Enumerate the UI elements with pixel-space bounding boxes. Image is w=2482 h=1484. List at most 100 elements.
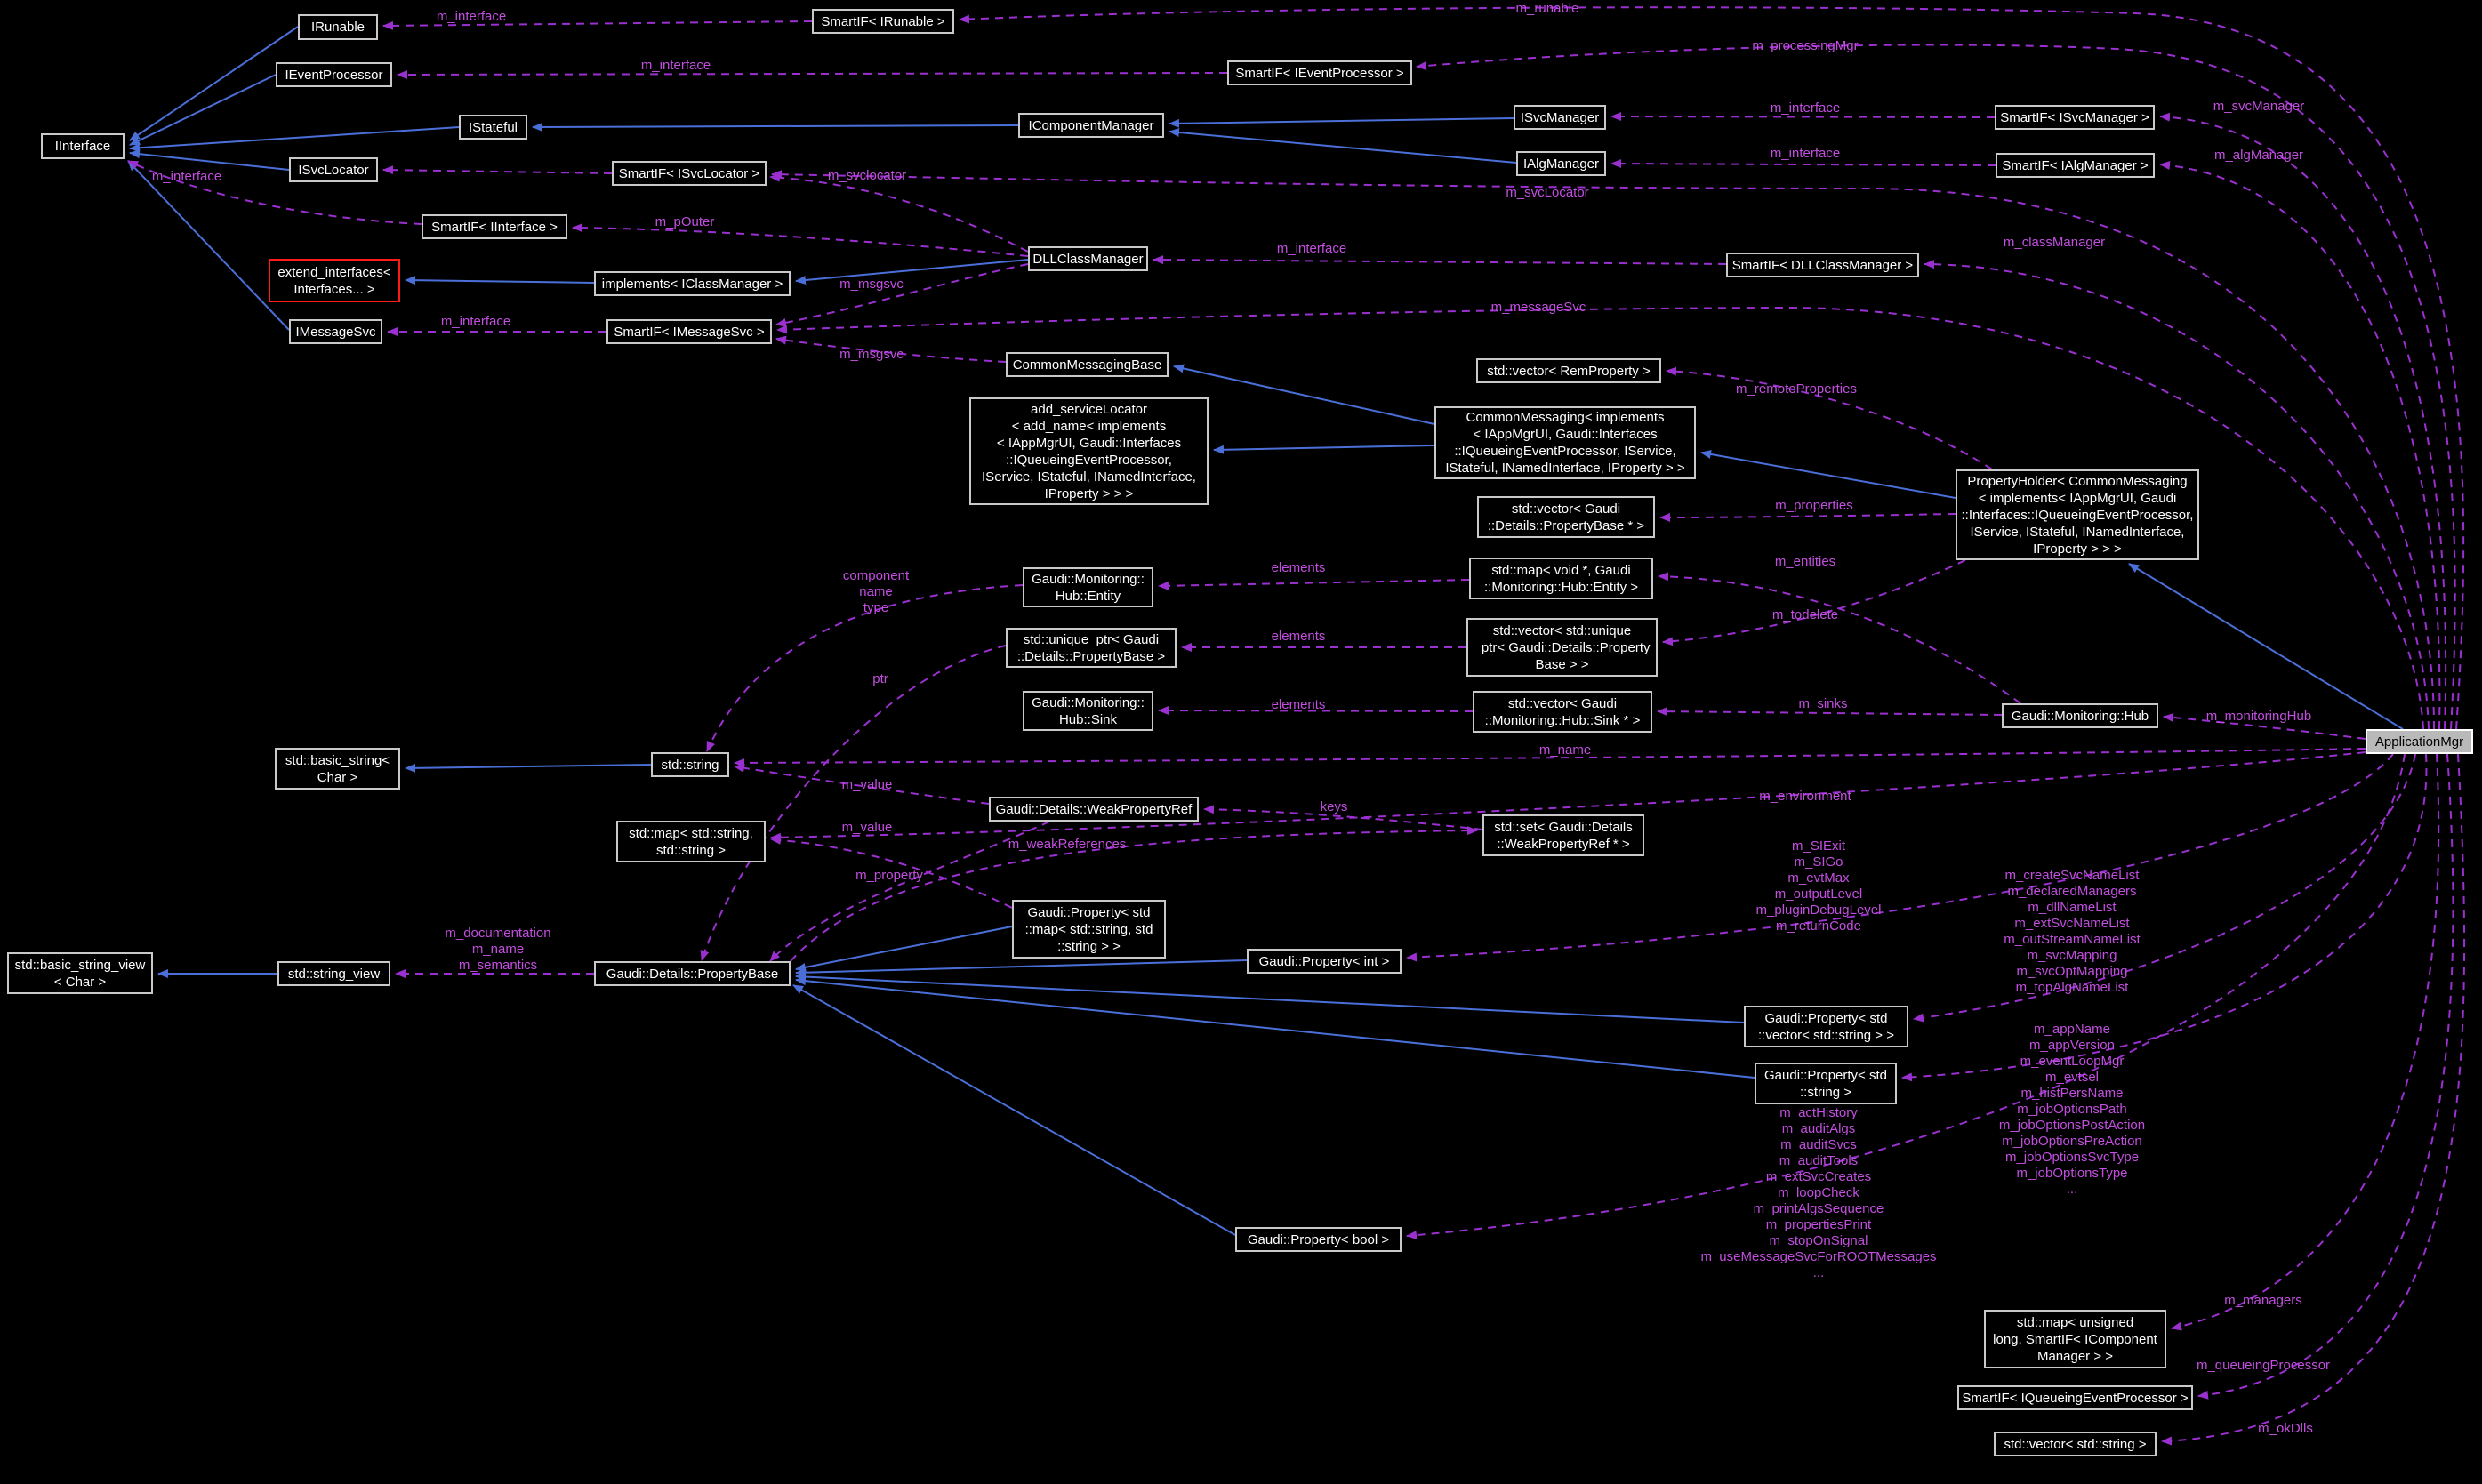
node-std-string[interactable]: std::string	[651, 752, 729, 777]
node-property-string[interactable]: Gaudi::Property< std::string >	[1755, 1063, 1897, 1104]
node-label: Char >	[317, 769, 358, 785]
node-dllclassmanager[interactable]: DLLClassManager	[1028, 246, 1148, 271]
node-label: PropertyHolder< CommonMessaging	[1967, 473, 2188, 489]
edge-label-m_algManager: m_algManager	[2213, 148, 2304, 163]
node-smartif-dllclassmanager[interactable]: SmartIF< DLLClassManager >	[1726, 253, 1919, 277]
node-smartif-isvcmanager[interactable]: SmartIF< ISvcManager >	[1995, 105, 2155, 130]
node-hub-entity[interactable]: Gaudi::Monitoring::Hub::Entity	[1023, 567, 1153, 607]
node-ieventprocessor[interactable]: IEventProcessor	[276, 62, 392, 87]
node-applicationmgr[interactable]: ApplicationMgr	[2366, 729, 2473, 754]
node-smartif-ieventprocessor[interactable]: SmartIF< IEventProcessor >	[1227, 60, 1412, 85]
edge-usage-applicationmgr-to-property-vector-string	[1913, 753, 2416, 1023]
node-irunable[interactable]: IRunable	[298, 14, 378, 40]
node-label: std::vector< Gaudi	[1507, 695, 1618, 711]
edge-inherit-property-map-to-propertybase	[795, 926, 1013, 972]
node-imessagesvc[interactable]: IMessageSvc	[289, 319, 382, 344]
node-property-bool[interactable]: Gaudi::Property< bool >	[1235, 1227, 1402, 1252]
edge-inherit-property-string-to-propertybase	[795, 976, 1755, 1079]
node-property-vector-string[interactable]: Gaudi::Property< std::vector< std::strin…	[1744, 1006, 1908, 1047]
node-propertybase[interactable]: Gaudi::Details::PropertyBase	[594, 961, 791, 986]
node-smartif-iqueueingeventprocessor[interactable]: SmartIF< IQueueingEventProcessor >	[1957, 1385, 2193, 1410]
node-basic-string-view[interactable]: std::basic_string_view< Char >	[7, 952, 153, 994]
node-label: SmartIF< IEventProcessor >	[1235, 65, 1404, 81]
node-isvclocator[interactable]: ISvcLocator	[289, 157, 378, 182]
edge-usage-applicationmgr-to-smartif-ieventprocessor	[1416, 44, 2456, 730]
node-smartif-isvclocator[interactable]: SmartIF< ISvcLocator >	[612, 161, 767, 186]
node-property-int[interactable]: Gaudi::Property< int >	[1247, 949, 1402, 974]
node-basic-string[interactable]: std::basic_string<Char >	[275, 748, 400, 790]
node-smartif-ialgmanager[interactable]: SmartIF< IAlgManager >	[1996, 153, 2155, 178]
node-isvcmanager[interactable]: ISvcManager	[1514, 105, 1606, 130]
node-vector-unique-ptr[interactable]: std::vector< std::unique_ptr< Gaudi::Det…	[1466, 618, 1658, 677]
node-label: std::map< std::string,	[629, 825, 753, 841]
edge-usage-applicationmgr-to-property-int	[1406, 753, 2394, 962]
edge-inherit-commonmessaging-to-add-servicelocator	[1213, 445, 1435, 454]
node-weakpropertyref[interactable]: Gaudi::Details::WeakPropertyRef	[989, 797, 1199, 822]
edge-usage-smartif-iinterface-to-iinterface	[127, 160, 422, 225]
edge-label-m_monitoringHub: m_monitoringHub	[2205, 709, 2312, 724]
edge-usage-weakpropertyref-to-std-string	[734, 763, 990, 805]
edge-usage-dllclassmanager-to-smartif-imessagesvc	[775, 263, 1029, 327]
node-label: < implements< IAppMgrUI, Gaudi	[1978, 490, 2177, 506]
node-label: < Char >	[53, 974, 107, 990]
node-vector-sink-ptr[interactable]: std::vector< Gaudi::Monitoring::Hub::Sin…	[1473, 691, 1652, 733]
node-label: std::vector< RemProperty >	[1487, 363, 1651, 379]
node-icomponentmanager[interactable]: IComponentManager	[1018, 113, 1164, 138]
node-unique-ptr-propertybase[interactable]: std::unique_ptr< Gaudi::Details::Propert…	[1006, 628, 1177, 668]
node-commonmessaging[interactable]: CommonMessaging< implements< IAppMgrUI, …	[1434, 406, 1696, 479]
edge-label-m_runable: m_runable	[1515, 1, 1579, 16]
node-label: SmartIF< ISvcManager >	[2000, 109, 2149, 125]
node-label: ::WeakPropertyRef * >	[1497, 836, 1630, 852]
node-monitoring-hub[interactable]: Gaudi::Monitoring::Hub	[2002, 703, 2158, 728]
node-smartif-irunable[interactable]: SmartIF< IRunable >	[812, 9, 954, 34]
edge-usage-applicationmgr-to-smartif-irunable	[959, 6, 2465, 730]
node-extend-interfaces[interactable]: extend_interfaces<Interfaces... >	[269, 259, 400, 302]
node-propertyholder[interactable]: PropertyHolder< CommonMessaging< impleme…	[1956, 469, 2199, 560]
node-vector-remproperty[interactable]: std::vector< RemProperty >	[1476, 358, 1661, 383]
node-label: Gaudi::Property< std	[1764, 1067, 1887, 1083]
edge-label-m_queueingProcessor: m_queueingProcessor	[2196, 1358, 2331, 1373]
node-commonmessagingbase[interactable]: CommonMessagingBase	[1006, 352, 1169, 377]
edge-usage-applicationmgr-to-smartif-iqueueingeventprocessor	[2197, 753, 2454, 1400]
node-label: std::vector< std::unique	[1492, 622, 1632, 638]
node-istateful[interactable]: IStateful	[459, 115, 527, 140]
edge-usage-smartif-dllclassmanager-to-dllclassmanager	[1153, 255, 1727, 265]
edge-usage-commonmessagingbase-to-smartif-imessagesvc	[775, 335, 1007, 363]
edge-usage-propertyholder-to-vector-propertybase-ptr	[1659, 512, 1956, 522]
node-string-view[interactable]: std::string_view	[277, 961, 390, 986]
edge-inherit-icomponentmanager-to-istateful	[532, 122, 1019, 132]
node-implements-iclassmanager[interactable]: implements< IClassManager >	[594, 271, 791, 296]
node-label: IService, IStateful, INamedInterface,	[1970, 524, 2185, 540]
node-label: std::map< void *, Gaudi	[1491, 562, 1631, 578]
edge-label-m_todelete: m_todelete	[1771, 607, 1839, 622]
edge-usage-smartif-ialgmanager-to-ialgmanager	[1610, 159, 1996, 169]
node-iinterface[interactable]: IInterface	[41, 133, 125, 159]
node-label: ::Details::PropertyBase >	[1016, 648, 1166, 664]
node-property-map[interactable]: Gaudi::Property< std::map< std::string, …	[1012, 900, 1166, 959]
node-map-void-entity[interactable]: std::map< void *, Gaudi::Monitoring::Hub…	[1469, 558, 1653, 599]
edge-usage-set-weakpropertyref-to-weakpropertyref	[1203, 805, 1483, 830]
node-smartif-imessagesvc[interactable]: SmartIF< IMessageSvc >	[606, 319, 772, 344]
node-map-string-string[interactable]: std::map< std::string,std::string >	[616, 821, 766, 862]
node-set-weakpropertyref[interactable]: std::set< Gaudi::Details::WeakPropertyRe…	[1482, 814, 1644, 856]
node-label: ISvcLocator	[298, 162, 369, 178]
edge-usage-applicationmgr-to-vector-string	[2161, 753, 2466, 1446]
node-vector-propertybase-ptr[interactable]: std::vector< Gaudi::Details::PropertyBas…	[1477, 496, 1655, 538]
node-vector-string[interactable]: std::vector< std::string >	[1994, 1432, 2157, 1456]
node-add-servicelocator[interactable]: add_serviceLocator< add_name< implements…	[969, 397, 1209, 505]
node-label: DLLClassManager	[1032, 251, 1144, 267]
node-label: ::IQueueingEventProcessor,	[1006, 452, 1172, 468]
node-label: std::map< unsigned	[2016, 1314, 2134, 1330]
node-smartif-iinterface[interactable]: SmartIF< IInterface >	[422, 214, 567, 239]
edge-inherit-dllclassmanager-to-implements-iclassmanager	[795, 259, 1029, 285]
edge-inherit-isvclocator-to-iinterface	[129, 149, 290, 171]
node-hub-sink[interactable]: Gaudi::Monitoring::Hub::Sink	[1023, 691, 1153, 731]
node-ialgmanager[interactable]: IAlgManager	[1516, 151, 1606, 176]
node-label: IService, IStateful, INamedInterface,	[982, 469, 1196, 485]
node-label: IEventProcessor	[285, 67, 383, 83]
node-label: add_serviceLocator	[1031, 401, 1147, 417]
node-label: SmartIF< IInterface >	[431, 219, 558, 235]
